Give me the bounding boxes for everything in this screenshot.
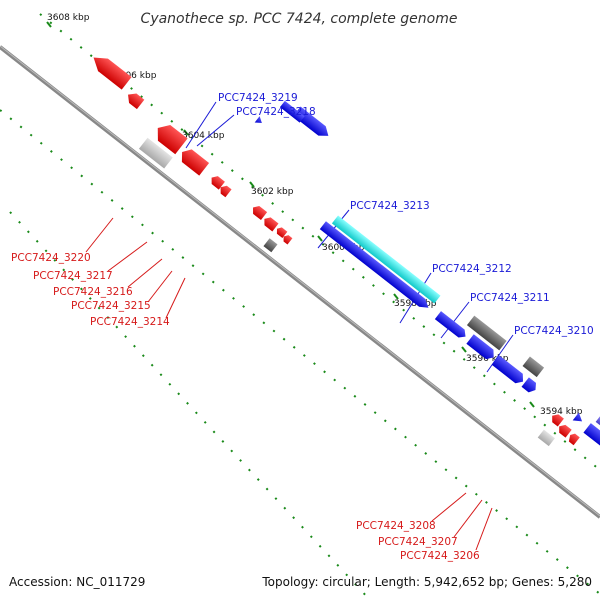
leader-line: [196, 114, 235, 147]
scale-tick: [249, 181, 255, 188]
genome-backbone-highlight: [0, 45, 600, 517]
topology-text: Topology: circular; Length: 5,942,652 bp…: [261, 575, 592, 589]
scale-label: 3604 kbp: [182, 131, 225, 141]
gene-arrow: [264, 217, 279, 232]
gene-arrow: [293, 106, 329, 136]
plus-strand-genes: [254, 100, 600, 455]
scale-label: 3606 kbp: [114, 71, 157, 81]
scale-tick: [529, 401, 535, 408]
gene-label[interactable]: PCC7424_3215: [71, 300, 151, 312]
leader-line: [185, 101, 217, 149]
gene-arrow: [220, 185, 232, 198]
gene-arrow: [181, 149, 210, 176]
plus-strand-labels: PCC7424_3219 PCC7424_3218 PCC7424_3213 P…: [218, 92, 594, 337]
leader-line: [453, 499, 483, 538]
map-title: Cyanothece sp. PCC 7424, complete genome: [141, 11, 458, 27]
gene-label[interactable]: PCC7424_3218: [236, 106, 316, 118]
gene-arrow: [279, 100, 305, 123]
gene-arrow: [254, 116, 262, 124]
gene-arrow: [552, 414, 564, 427]
gene-label[interactable]: PCC7424_3219: [218, 92, 298, 104]
gene-arrow: [211, 176, 225, 190]
leader-line: [107, 241, 148, 272]
gene-arrow: [263, 238, 278, 253]
scale-tick: [461, 346, 467, 353]
tick-guide-middle: [0, 109, 600, 595]
leader-line: [85, 217, 114, 253]
gene-arrow: [253, 205, 268, 221]
gene-label[interactable]: PCC7424_3213: [350, 200, 430, 212]
genome-backbone: [0, 45, 600, 519]
scale-label: 3596 kbp: [466, 354, 509, 364]
leader-line: [440, 301, 470, 339]
scale-label: 3600 kbp: [322, 243, 365, 253]
scale-label: 3602 kbp: [251, 187, 294, 197]
leader-line: [165, 277, 186, 319]
gene-arrow: [572, 412, 583, 422]
gene-label[interactable]: PCC7424_3210: [514, 325, 594, 337]
gene-arrow: [491, 355, 524, 384]
scale-tick: [317, 235, 323, 242]
leader-line: [147, 270, 173, 303]
gene-arrow: [157, 125, 188, 155]
gene-arrow: [93, 57, 132, 90]
gene-label[interactable]: PCC7424_3206: [400, 550, 480, 562]
accession-text: Accession: NC_011729: [9, 575, 145, 589]
scale-tick: [46, 21, 52, 28]
gene-arrow: [537, 429, 555, 447]
scale-label: 3594 kbp: [540, 407, 583, 417]
gene-arrow: [128, 93, 145, 110]
scale-tick: [183, 129, 189, 136]
gene-arrow: [583, 423, 600, 455]
gene-label[interactable]: PCC7424_3207: [378, 536, 458, 548]
scale-labels: 3608 kbp 3606 kbp 3604 kbp 3602 kbp 3600…: [47, 13, 583, 417]
gene-arrow: [319, 221, 429, 308]
minus-strand-genes: [93, 57, 580, 447]
gene-arrow: [138, 137, 173, 169]
gene-label[interactable]: PCC7424_3217: [33, 270, 113, 282]
gene-arrow: [331, 215, 441, 304]
gene-arrow: [521, 377, 537, 393]
scale-label: 3598 kbp: [394, 299, 437, 309]
gene-arrow: [466, 315, 507, 351]
gene-label[interactable]: PCC7424_3220: [11, 252, 91, 264]
gene-arrow: [568, 433, 580, 446]
gene-arrow: [466, 334, 494, 360]
leader-line: [127, 258, 163, 288]
gene-label[interactable]: PCC7424_3214: [90, 316, 170, 328]
gene-arrow: [276, 227, 288, 239]
gene-label[interactable]: PCC7424_3211: [470, 292, 550, 304]
gene-arrow: [559, 424, 572, 438]
gene-label[interactable]: PCC7424_3212: [432, 263, 512, 275]
gene-label[interactable]: PCC7424_3208: [356, 520, 436, 532]
leader-line: [431, 492, 467, 522]
gene-label[interactable]: PCC7424_3216: [53, 286, 133, 298]
gene-arrow: [434, 311, 466, 338]
gene-arrow: [283, 235, 293, 245]
minus-strand-labels: PCC7424_3220 PCC7424_3217 PCC7424_3216 P…: [11, 252, 480, 562]
scale-tick: [393, 293, 399, 300]
leader-line: [486, 334, 514, 373]
gene-arrow: [522, 356, 545, 378]
leader-line: [475, 507, 493, 551]
scale-label: 3608 kbp: [47, 13, 90, 23]
